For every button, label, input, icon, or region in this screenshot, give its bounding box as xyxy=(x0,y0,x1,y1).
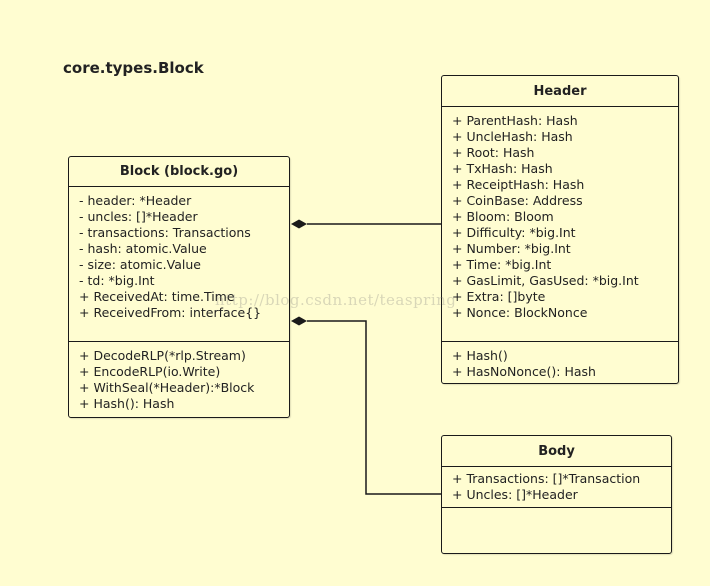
header-field: + ParentHash: Hash xyxy=(452,113,578,128)
block-field: - uncles: []*Header xyxy=(79,209,198,224)
header-method: + Hash() xyxy=(452,348,508,363)
header-field: + Difficulty: *big.Int xyxy=(452,225,576,240)
block-header-composition xyxy=(291,219,442,229)
block-field: + ReceivedAt: time.Time xyxy=(79,289,235,304)
body-field: + Transactions: []*Transaction xyxy=(452,471,641,486)
header-field: + CoinBase: Address xyxy=(452,193,583,208)
header-field: + Time: *big.Int xyxy=(452,257,552,272)
block-field: - td: *big.Int xyxy=(79,273,155,288)
block-class-name: Block (block.go) xyxy=(69,157,289,187)
block-field: + ReceivedFrom: interface{} xyxy=(79,305,262,320)
header-method: + HasNoNonce(): Hash xyxy=(452,364,596,379)
header-field: + Root: Hash xyxy=(452,145,535,160)
block-class[interactable]: Block (block.go) - header: *Header - unc… xyxy=(68,156,290,418)
header-class[interactable]: Header + ParentHash: Hash + UncleHash: H… xyxy=(441,75,679,384)
header-field: + GasLimit, GasUsed: *big.Int xyxy=(452,273,639,288)
block-method: + WithSeal(*Header):*Block xyxy=(79,380,255,395)
header-field: + Extra: []byte xyxy=(452,289,546,304)
body-methods xyxy=(442,508,671,514)
header-field: + ReceiptHash: Hash xyxy=(452,177,585,192)
header-field: + TxHash: Hash xyxy=(452,161,553,176)
block-methods: + DecodeRLP(*rlp.Stream) + EncodeRLP(io.… xyxy=(69,342,289,412)
body-class-name: Body xyxy=(442,436,671,467)
body-field: + Uncles: []*Header xyxy=(452,487,578,502)
block-field: - header: *Header xyxy=(79,193,192,208)
header-fields: + ParentHash: Hash + UncleHash: Hash + R… xyxy=(442,107,678,342)
body-fields: + Transactions: []*Transaction + Uncles:… xyxy=(442,467,671,508)
watermark: http://blog.csdn.net/teaspring xyxy=(215,291,457,309)
block-body-composition xyxy=(291,316,442,495)
block-field: - transactions: Transactions xyxy=(79,225,251,240)
composition-diamond-icon xyxy=(291,219,307,229)
block-method: + Hash(): Hash xyxy=(79,396,175,411)
diagram-title: core.types.Block xyxy=(63,59,204,77)
header-methods: + Hash() + HasNoNonce(): Hash xyxy=(442,342,678,380)
block-field: - size: atomic.Value xyxy=(79,257,201,272)
header-class-name: Header xyxy=(442,76,678,107)
block-fields: - header: *Header - uncles: []*Header - … xyxy=(69,187,289,342)
header-field: + UncleHash: Hash xyxy=(452,129,573,144)
block-method: + EncodeRLP(io.Write) xyxy=(79,364,221,379)
header-field: + Bloom: Bloom xyxy=(452,209,554,224)
block-field: - hash: atomic.Value xyxy=(79,241,207,256)
header-field: + Nonce: BlockNonce xyxy=(452,305,588,320)
body-class[interactable]: Body + Transactions: []*Transaction + Un… xyxy=(441,435,672,554)
header-field: + Number: *big.Int xyxy=(452,241,571,256)
block-method: + DecodeRLP(*rlp.Stream) xyxy=(79,348,246,363)
composition-diamond-icon xyxy=(291,316,307,326)
